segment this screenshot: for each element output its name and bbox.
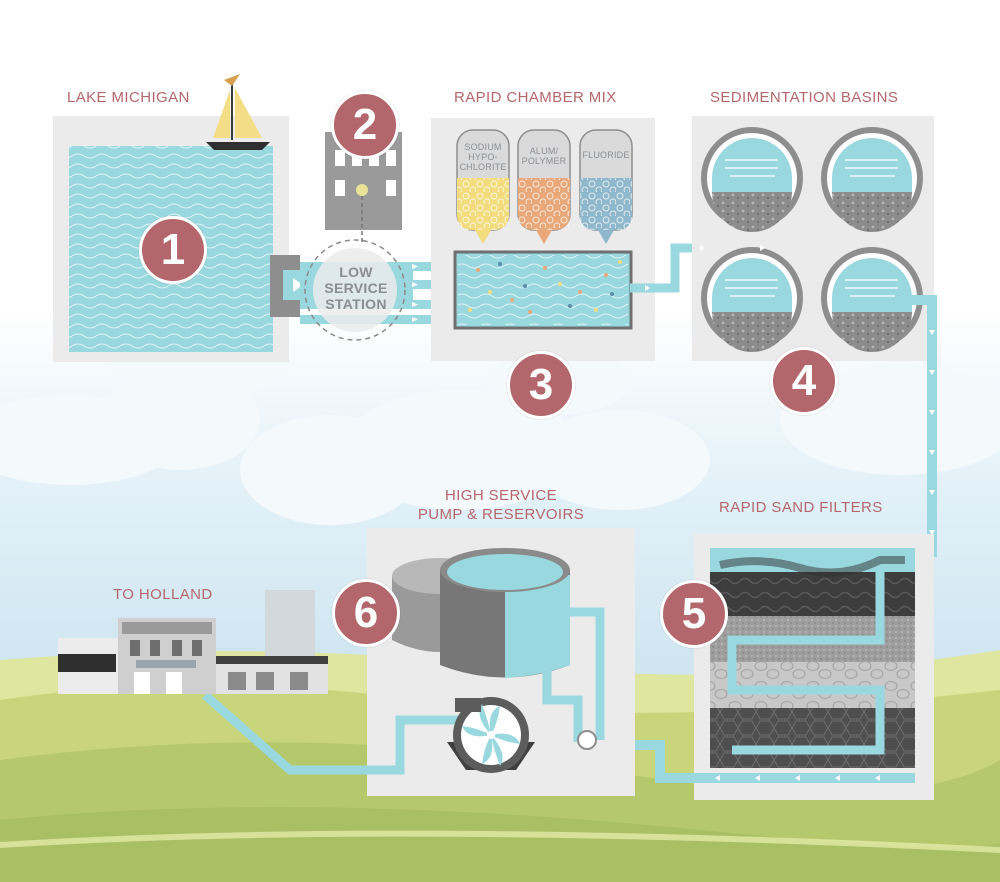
tank-1-line-2: HYPO-: [468, 152, 498, 162]
lake-label: LAKE MICHIGAN: [67, 89, 190, 106]
chemical-tanks: [456, 129, 633, 244]
mixing-chamber: [453, 250, 633, 330]
flow-arrows: [645, 245, 935, 535]
step-badge-1: 1: [139, 216, 207, 284]
intake-structure: [270, 239, 455, 341]
step-badge-4: 4: [770, 347, 838, 415]
tank-1-line-1: SODIUM: [464, 142, 502, 152]
sedimentation-basins: [701, 127, 923, 352]
tank-label-fluoride: FLUORIDE: [580, 150, 632, 160]
sedimentation-label: SEDIMENTATION BASINS: [710, 89, 899, 106]
low-service-station-label: LOW SERVICE STATION: [315, 264, 397, 312]
to-holland-label: TO HOLLAND: [113, 586, 213, 603]
pump-impeller-icon: [447, 697, 597, 773]
sand-filters-label: RAPID SAND FILTERS: [719, 499, 883, 516]
town-buildings-icon: [58, 590, 328, 694]
step-badge-6: 6: [332, 579, 400, 647]
tank-2-line-1: ALUM/: [529, 146, 559, 156]
tank-2-line-2: POLYMER: [521, 156, 567, 166]
tank-1-line-3: CHLORITE: [459, 162, 507, 172]
flow-arrows-bottom: [715, 775, 880, 781]
high-service-line-2: PUMP & RESERVOIRS: [417, 506, 585, 523]
step-badge-3: 3: [507, 351, 575, 419]
high-service-line-1: HIGH SERVICE: [444, 487, 558, 504]
station-line-3: STATION: [325, 296, 387, 312]
tank-label-sodium: SODIUM HYPO- CHLORITE: [457, 142, 509, 172]
station-line-2: SERVICE: [324, 280, 388, 296]
pump-pipes: [202, 607, 605, 775]
sand-filter-panel: [694, 534, 934, 800]
station-line-1: LOW: [339, 264, 373, 280]
step-badge-2: 2: [331, 91, 399, 159]
rapid-mix-label: RAPID CHAMBER MIX: [454, 89, 617, 106]
step-badge-5: 5: [660, 580, 728, 648]
reservoir-tank-icon: [392, 548, 570, 678]
sailboat-icon: [206, 74, 270, 150]
tank-label-alum: ALUM/ POLYMER: [518, 146, 570, 166]
tank-3-line-1: FLUORIDE: [582, 150, 630, 160]
high-service-label: HIGH SERVICE PUMP & RESERVOIRS: [401, 486, 601, 524]
